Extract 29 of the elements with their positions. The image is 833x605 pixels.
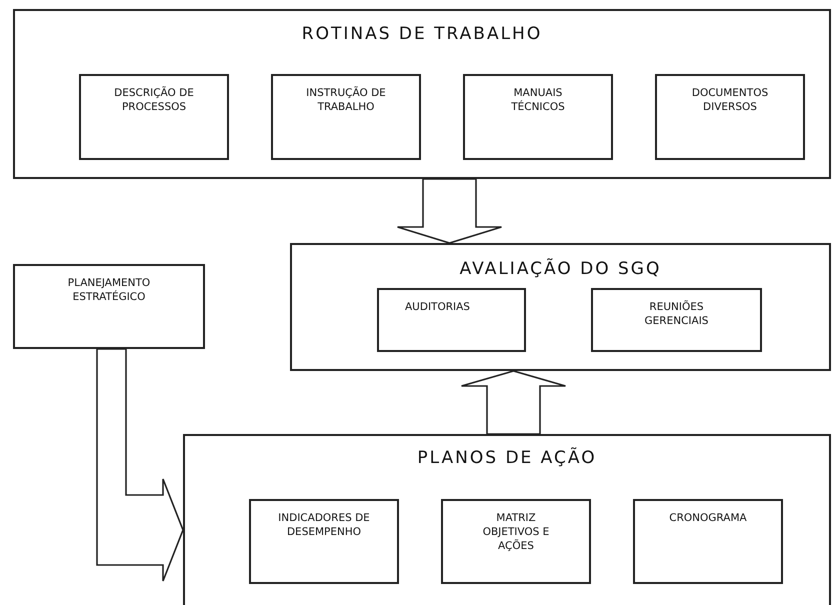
box-label: REUNIÕES GERENCIAIS — [644, 300, 710, 328]
box-label: MATRIZ OBJETIVOS E AÇÕES — [482, 511, 550, 553]
box-label: CRONOGRAMA — [668, 511, 748, 525]
process-box — [441, 499, 591, 584]
process-box — [591, 288, 762, 352]
process-box — [249, 499, 399, 584]
block-arrow — [460, 370, 566, 435]
group-title: PLANOS DE AÇÃO — [416, 448, 598, 468]
process-box — [463, 74, 613, 160]
box-label: AUDITORIAS — [404, 300, 471, 314]
box-label: DOCUMENTOS DIVERSOS — [690, 86, 770, 114]
group-title: ROTINAS DE TRABALHO — [300, 24, 544, 44]
box-label: PLANEJAMENTO ESTRATÉGICO — [66, 276, 152, 304]
process-box — [377, 288, 526, 352]
group-box — [13, 9, 831, 179]
box-label: MANUAIS TÉCNICOS — [510, 86, 566, 114]
process-box — [633, 499, 783, 584]
process-box — [655, 74, 805, 160]
group-title: AVALIAÇÃO DO SGQ — [458, 259, 662, 279]
box-label: DESCRIÇÃO DE PROCESSOS — [113, 86, 195, 114]
block-arrow — [396, 178, 502, 244]
box-label: INDICADORES DE DESEMPENHO — [277, 511, 371, 539]
group-box — [290, 243, 831, 371]
group-box — [13, 264, 205, 349]
process-box — [271, 74, 421, 160]
group-box — [183, 434, 831, 605]
block-arrow — [96, 348, 184, 582]
box-label: INSTRUÇÃO DE TRABALHO — [305, 86, 387, 114]
process-box — [79, 74, 229, 160]
